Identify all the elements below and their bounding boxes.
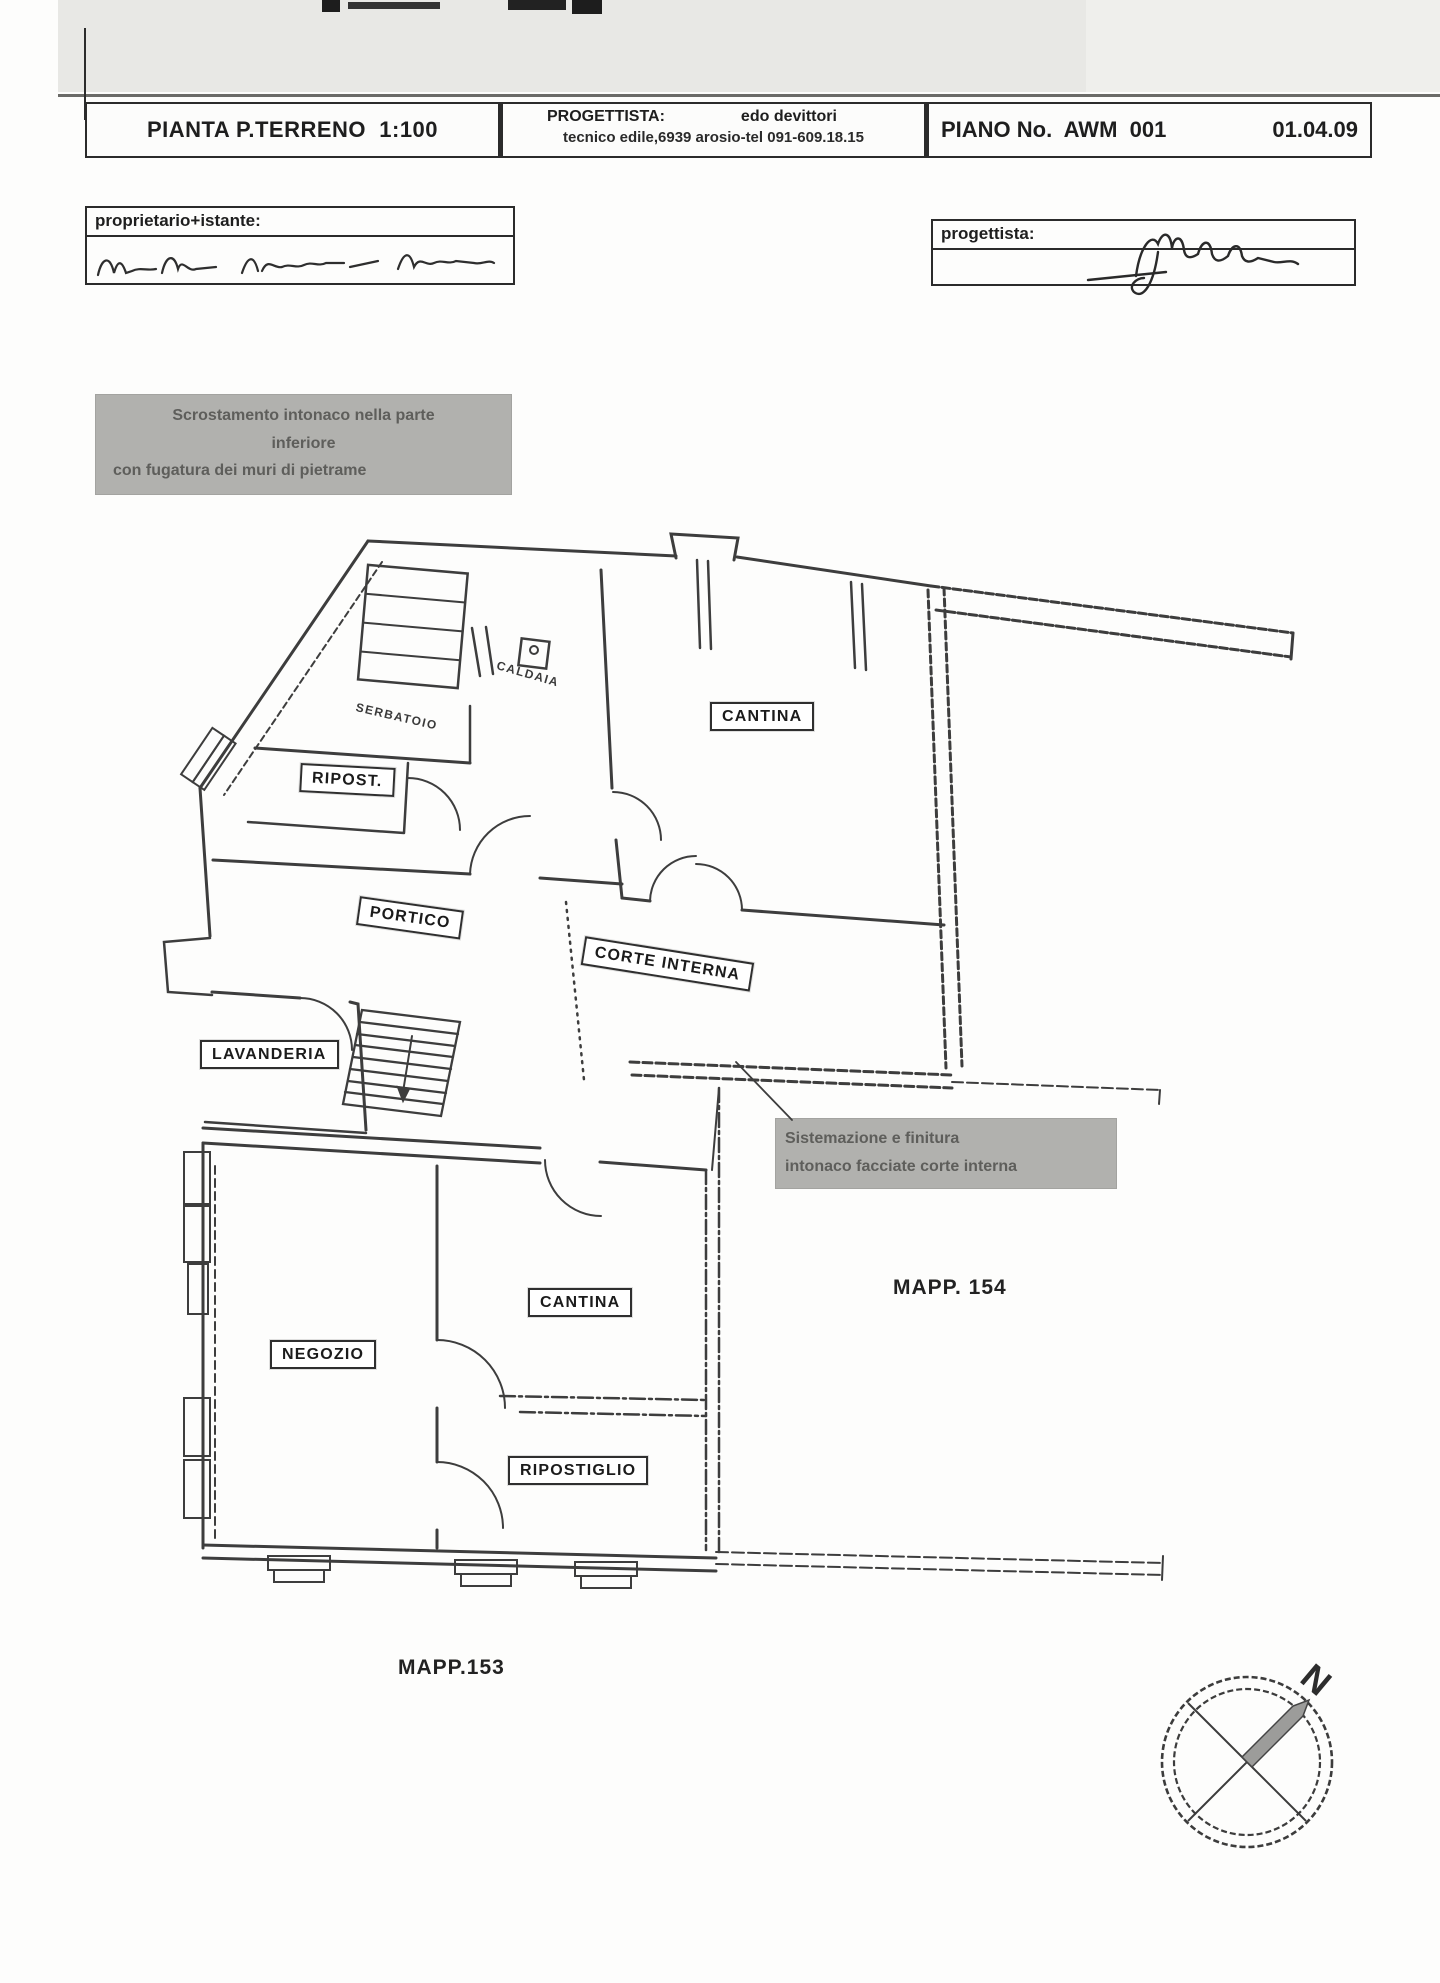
plan-date: 01.04.09 [1272, 117, 1358, 142]
piano-number-block: PIANO No. AWM 001 01.04.09 [926, 102, 1372, 158]
serbatoio-tank [356, 563, 470, 690]
note-line: intonaco facciate corte interna [785, 1157, 1018, 1175]
owner-label: proprietario+istante: [87, 208, 513, 237]
scan-artifact [322, 0, 340, 12]
title-block-top-rule [58, 94, 1440, 97]
north-arrow-icon [1240, 1698, 1311, 1769]
room-label-cantina-lower: CANTINA [528, 1288, 633, 1317]
plan-title: PIANTA P.TERRENO 1:100 [85, 102, 500, 158]
room-label-cantina-top: CANTINA [710, 702, 815, 731]
piano-number: PIANO No. AWM 001 [941, 117, 1167, 142]
scan-artifact [348, 2, 440, 9]
owner-signature [96, 254, 496, 277]
parcel-label-mapp-154: MAPP. 154 [893, 1276, 1007, 1299]
note-sistemazione: Sistemazione e finitura intonaco facciat… [775, 1118, 1117, 1190]
caldaia-boiler [517, 636, 551, 670]
progettista-address: tecnico edile,6939 arosio-tel 091-609.18… [562, 129, 864, 146]
window-icon [183, 1151, 211, 1519]
scan-gray-band-light [1086, 0, 1440, 92]
room-label-ripostiglio: RIPOSTIGLIO [508, 1456, 649, 1485]
north-letter: N [1293, 1655, 1339, 1703]
note-line: Scrostamento intonaco nella parte [172, 407, 435, 424]
room-label-ripost: RIPOST. [299, 763, 396, 797]
scan-artifact [572, 0, 602, 14]
chimney-rect [669, 532, 740, 562]
note-line: con fugatura dei muri di pietrame [113, 462, 367, 480]
progettista-block: PROGETTISTA: edo devittori tecnico edile… [500, 102, 926, 158]
designer-signature [1086, 233, 1300, 295]
window-icon [267, 1555, 638, 1589]
plan-walls [162, 532, 1295, 1589]
progettista-label: PROGETTISTA: [547, 108, 665, 125]
room-label-lavanderia: LAVANDERIA [200, 1040, 339, 1069]
room-label-negozio: NEGOZIO [270, 1340, 377, 1369]
note-line: Sistemazione e finitura [785, 1130, 960, 1147]
parcel-label-mapp-153: MAPP.153 [398, 1656, 505, 1679]
note-line: inferiore [271, 434, 336, 452]
stairs [341, 1008, 462, 1118]
progettista-name: edo devittori [740, 108, 837, 125]
note-scrostamento: Scrostamento intonaco nella parte inferi… [95, 394, 512, 495]
compass-rose: N [1160, 1655, 1339, 1849]
scan-artifact [508, 0, 566, 10]
page-left-edge-line [84, 28, 86, 120]
window-icon [179, 726, 237, 792]
owner-stamp-box: proprietario+istante: [85, 206, 515, 285]
